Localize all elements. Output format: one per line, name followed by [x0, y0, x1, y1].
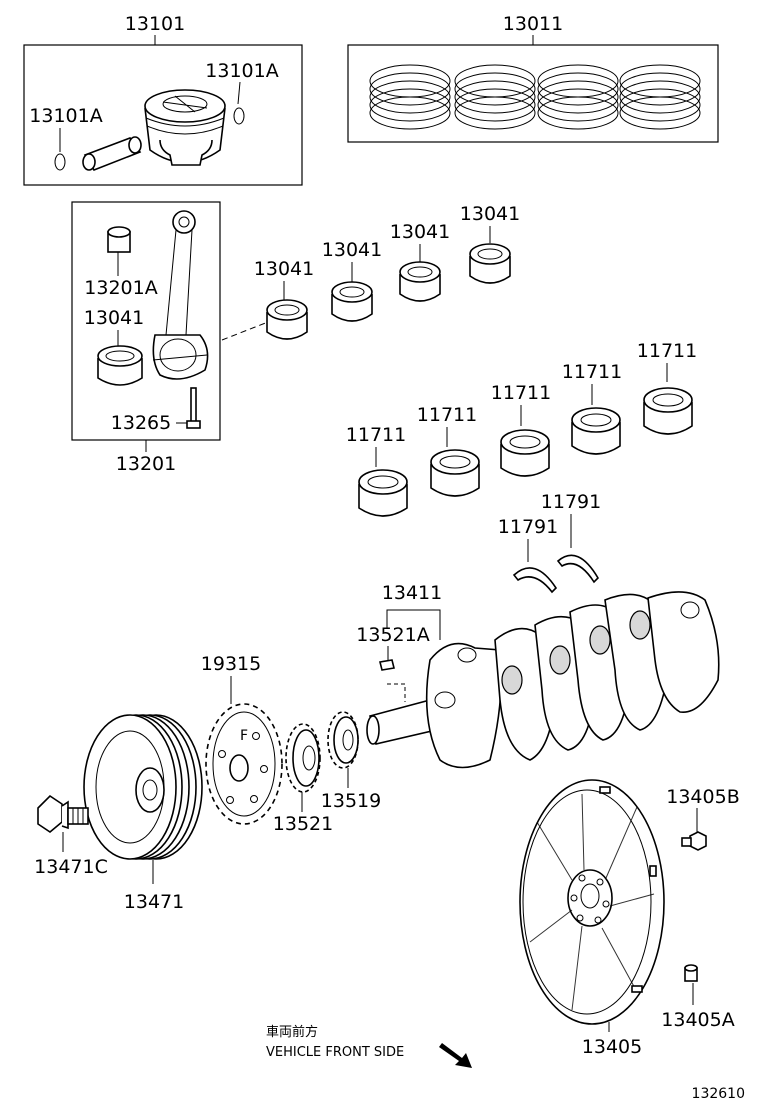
- diagram-ref-number: 132610: [692, 1086, 745, 1102]
- label-13265: 13265: [111, 412, 171, 434]
- label-13041-4: 13041: [460, 203, 520, 225]
- label-13041-1: 13041: [254, 258, 314, 280]
- thrust-washer-icon: [556, 554, 600, 584]
- vehicle-front-note: 車両前方 VEHICLE FRONT SIDE: [266, 1024, 472, 1068]
- crank-pulley-icon: [83, 714, 203, 860]
- bolt-icon: [37, 794, 89, 833]
- label-13519: 13519: [321, 790, 381, 812]
- drive-plate-bolt-group: 13405B: [666, 786, 740, 851]
- drive-plate-icon: [519, 779, 665, 1025]
- leader-13101A-right: [237, 81, 241, 105]
- oil-pump-sprocket-group: 13519: [321, 711, 381, 812]
- crankshaft-icon: [366, 591, 720, 769]
- sprocket-mark: F: [240, 728, 248, 744]
- label-13101: 13101: [125, 13, 185, 35]
- key-guide-line: [387, 683, 406, 702]
- bearing-icon: [266, 299, 308, 340]
- arrow-icon: [439, 1043, 472, 1068]
- label-11711-2: 11711: [417, 404, 477, 426]
- connecting-rod-icon: [152, 210, 209, 380]
- label-13041-box: 13041: [84, 307, 144, 329]
- drive-plate-group: 13405: [519, 779, 665, 1058]
- rod-bolt-icon: [186, 387, 201, 429]
- bearing-icon: [331, 281, 373, 322]
- front-note-jp: 車両前方: [266, 1024, 318, 1040]
- label-11711-3: 11711: [491, 382, 551, 404]
- bearing-icon: [571, 407, 621, 455]
- front-note-en: VEHICLE FRONT SIDE: [266, 1045, 404, 1060]
- pulley-bolt-group: 13471C: [34, 794, 108, 878]
- thrust-washer-group: 11791 11791: [498, 491, 601, 594]
- label-13411: 13411: [382, 582, 442, 604]
- label-11711-5: 11711: [637, 340, 697, 362]
- label-19315: 19315: [201, 653, 261, 675]
- connecting-rod-group: 13201 13201A 13041 13265: [71, 201, 269, 475]
- dowel-pin-icon: [684, 964, 698, 982]
- label-11791-1: 11791: [498, 516, 558, 538]
- label-11711-4: 11711: [562, 361, 622, 383]
- label-13041-3: 13041: [390, 221, 450, 243]
- label-13405B: 13405B: [666, 786, 739, 808]
- conrod-bearing-row: 13041 13041 13041 13041: [254, 203, 520, 340]
- label-13471C: 13471C: [34, 856, 108, 878]
- timing-sprocket-icon: [327, 711, 359, 769]
- label-13405A: 13405A: [661, 1009, 734, 1031]
- sensor-plate-group: 19315 F: [201, 653, 283, 825]
- label-13521A: 13521A: [356, 624, 429, 646]
- bearing-icon: [500, 429, 550, 477]
- drive-plate-pin-group: 13405A: [661, 964, 735, 1031]
- label-13101A-right: 13101A: [205, 60, 278, 82]
- snap-ring-icon: [233, 107, 245, 125]
- woodruff-key-icon: [379, 659, 395, 671]
- bearing-icon: [399, 261, 441, 302]
- timing-rotor-icon: F: [205, 703, 283, 825]
- crankshaft-group: 13411 13521A: [356, 582, 720, 769]
- label-13201A: 13201A: [84, 277, 157, 299]
- bearing-icon: [97, 345, 143, 386]
- connection-line: [221, 321, 269, 341]
- label-13101A-left: 13101A: [29, 105, 102, 127]
- timing-sprocket-icon: [285, 723, 321, 793]
- box-13011: [347, 44, 719, 143]
- bearing-icon: [643, 387, 693, 435]
- label-13201: 13201: [116, 453, 176, 475]
- crank-sprocket-group: 13521: [273, 723, 333, 835]
- piston-group: 13101 13101A 13101A: [23, 13, 303, 186]
- snap-ring-icon: [54, 153, 66, 171]
- label-13011: 13011: [503, 13, 563, 35]
- label-11791-2: 11791: [541, 491, 601, 513]
- bearing-icon: [469, 243, 511, 284]
- label-13471: 13471: [124, 891, 184, 913]
- piston-ring-group: 13011: [347, 13, 719, 143]
- bearing-icon: [358, 469, 408, 517]
- label-11711-1: 11711: [346, 424, 406, 446]
- label-13405: 13405: [582, 1036, 642, 1058]
- bearing-icon: [430, 449, 480, 497]
- label-13041-2: 13041: [322, 239, 382, 261]
- label-13521: 13521: [273, 813, 333, 835]
- thrust-washer-icon: [512, 567, 558, 594]
- main-bearing-row: 11711 11711 11711 11711 11711: [346, 340, 697, 517]
- piston-ring-set-icon: [369, 64, 701, 130]
- bolt-icon: [681, 831, 707, 851]
- bushing-icon: [107, 226, 131, 253]
- piston-icon: [144, 89, 226, 166]
- leader-13411: [386, 609, 441, 640]
- crank-pulley-group: 13471: [83, 714, 203, 913]
- box-13101: [23, 44, 303, 186]
- piston-pin-icon: [82, 136, 142, 171]
